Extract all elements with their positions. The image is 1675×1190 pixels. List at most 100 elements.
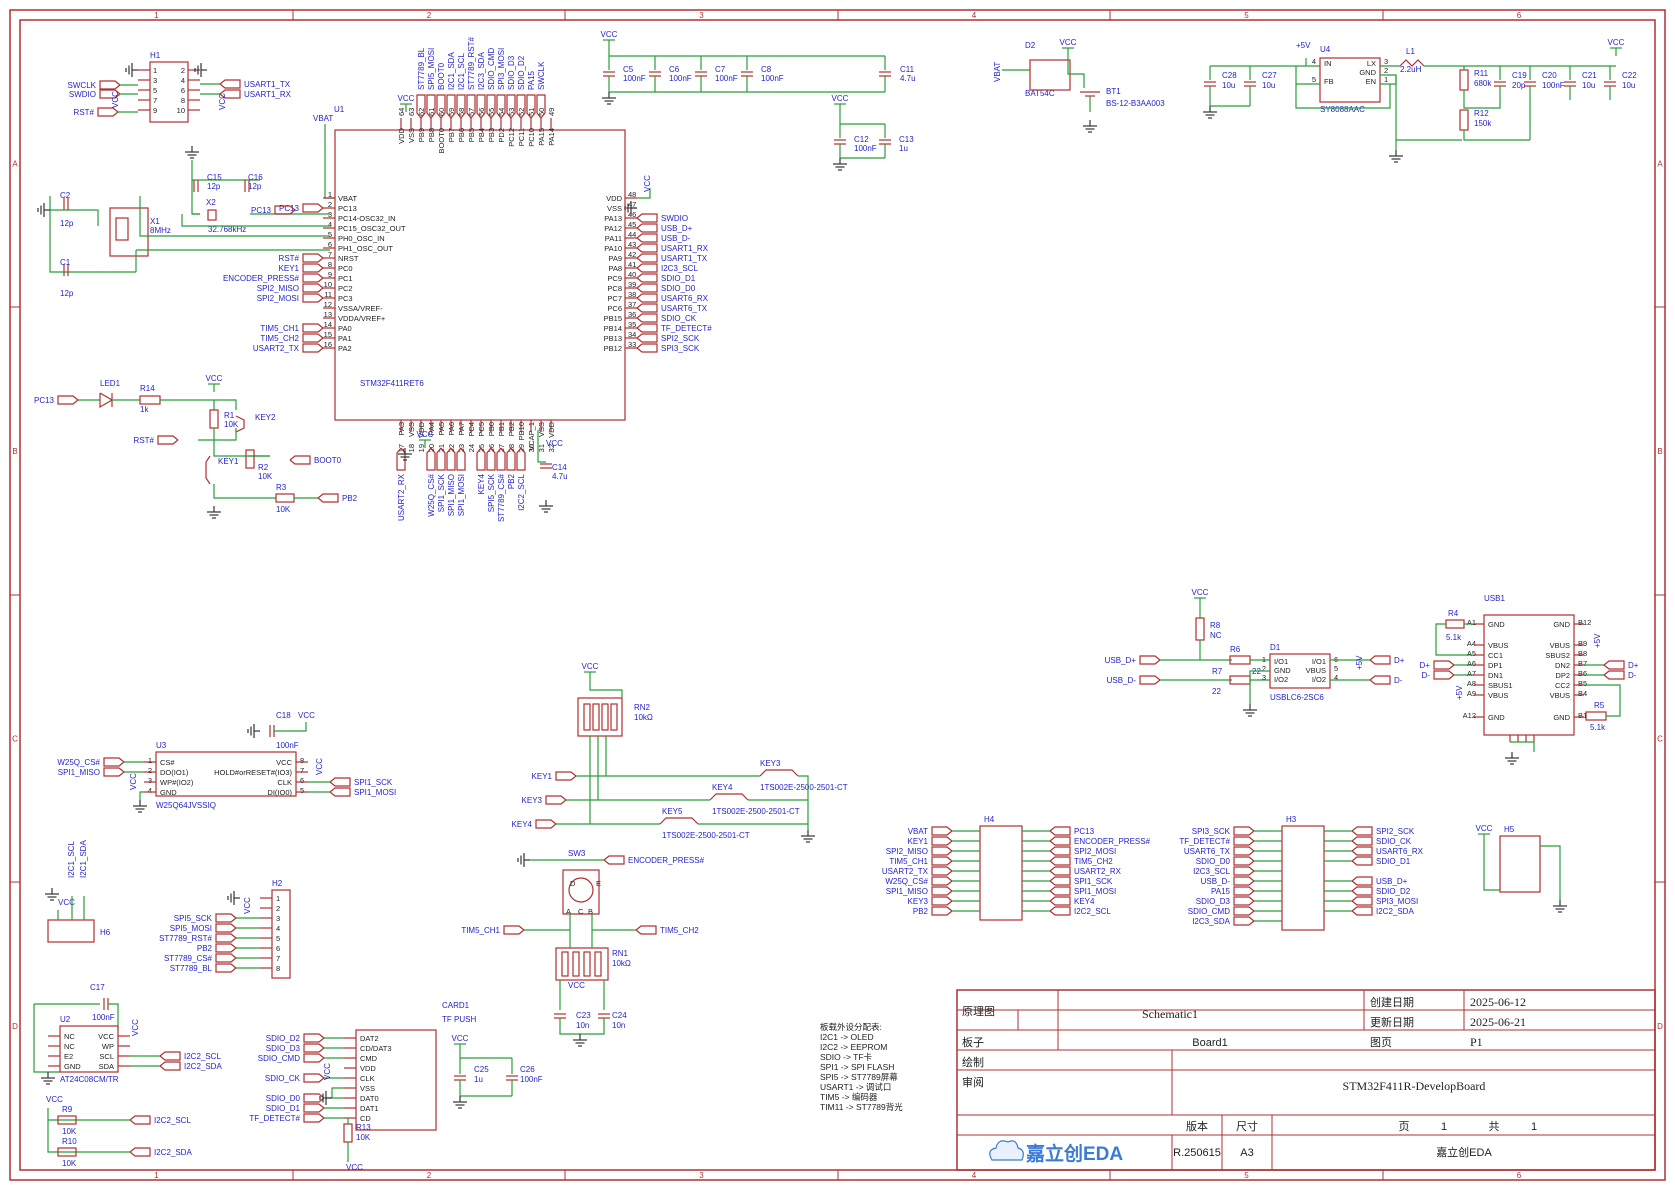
wire: [931, 886, 953, 896]
wire: [636, 283, 658, 293]
mcu-pin-num-bottom: 19: [417, 444, 426, 452]
tb-value: 2025-06-12: [1470, 995, 1526, 1009]
wire: [160, 399, 237, 410]
vcc: VCC: [546, 439, 563, 448]
u4part: SY8088AAC: [1320, 105, 1365, 114]
h3: H3: [1286, 815, 1297, 824]
wire: [302, 343, 324, 353]
u2pin: SCL: [99, 1052, 114, 1061]
net-flag-label: USART1_TX: [244, 80, 291, 89]
net-flag-label: USART6_RX: [661, 294, 709, 303]
wire: [303, 1043, 325, 1053]
cap-val: 100nF: [854, 144, 877, 153]
c27: C27: [1262, 71, 1277, 80]
c1: C1: [60, 258, 71, 267]
wire: [636, 233, 658, 243]
wire: [459, 1052, 512, 1059]
h5-body: [1499, 835, 1541, 893]
net-flag-label: I2C3_SCL: [661, 264, 698, 273]
r14: R14: [140, 384, 155, 393]
wire: [608, 48, 885, 57]
mcu-pin-num-top: 61: [427, 108, 436, 116]
h2-pin: 5: [276, 934, 280, 943]
r13v: 10K: [356, 1133, 371, 1142]
usb1-pn: B5: [1578, 679, 1587, 688]
net-flag-label: USB_D-: [1107, 676, 1137, 685]
usb1-pin: VBUS: [1488, 691, 1508, 700]
net-flag-label: SWDIO: [661, 214, 688, 223]
wire: [466, 94, 476, 119]
mcu-pin-name: PB12: [604, 344, 622, 353]
net-flag-label: I2C2_SCL: [1074, 907, 1111, 916]
usb1-pn: A6: [1467, 659, 1476, 668]
l1v: 2.2uH: [1400, 65, 1422, 74]
wire: [1233, 826, 1255, 836]
tb-key: 审阅: [962, 1075, 984, 1089]
mcu-top-net: PA15: [527, 70, 536, 90]
mcu-pin-num: 48: [628, 190, 636, 199]
net-flag-label: TIM5_CH2: [1074, 857, 1113, 866]
mcu-pin-num: 39: [628, 280, 636, 289]
vcc-rot: VCC: [315, 758, 324, 775]
wire: [1351, 856, 1373, 866]
u4n: 4: [1312, 57, 1316, 66]
mcu-pin-name: VBAT: [338, 194, 357, 203]
mcu-pin-name: VSS: [607, 204, 622, 213]
wire: [1233, 896, 1255, 906]
note-line: SPI5 -> ST7789屏幕: [820, 1072, 898, 1082]
net-flag-label: I2C2_SDA: [154, 1148, 192, 1157]
sw3pin: A: [566, 907, 571, 916]
resistor-body: [209, 409, 219, 429]
usb1-pin: GND: [1488, 713, 1505, 722]
wire: [1049, 886, 1071, 896]
wire: [446, 94, 456, 119]
mcu-pin-name: PC14-OSC32_IN: [338, 214, 396, 223]
h1-pin: 9: [153, 106, 157, 115]
wire: [215, 913, 237, 923]
resistor-body: [1445, 619, 1465, 629]
wire: [129, 1147, 151, 1157]
wire: [566, 736, 599, 801]
u3pin: GND: [160, 788, 177, 797]
r10v: 10K: [62, 1159, 77, 1168]
wire: [636, 223, 658, 233]
mcu-pin-name: VDD: [606, 194, 622, 203]
vcc-rot: VCC: [131, 1019, 140, 1036]
mcu-pin-num: 12: [324, 300, 332, 309]
col-label: 5: [1244, 11, 1249, 20]
net-flag-label: SPI3_SCK: [1192, 827, 1231, 836]
net-flag-label: USART6_TX: [1184, 847, 1231, 856]
wire: [302, 273, 324, 283]
mcu-pin-num-top: 54: [497, 108, 506, 116]
cap-val: 100nF: [761, 74, 784, 83]
mcu-pin-name-bottom: PB10: [517, 422, 526, 440]
usb1-pn: B8: [1578, 649, 1587, 658]
row-label: B: [1657, 447, 1662, 456]
wire: [157, 435, 179, 445]
mcu-pin-name: PH1_OSC_OUT: [338, 244, 393, 253]
mcu-pin-name-top: PB8: [427, 128, 436, 142]
tb-key: 版本: [1186, 1119, 1208, 1133]
net-flag-label: PC13: [279, 204, 300, 213]
wire: [57, 395, 79, 405]
wire: [1351, 896, 1373, 906]
u2part: AT24C08CM/TR: [60, 1075, 119, 1084]
net-flag-label: SDIO_D3: [266, 1044, 301, 1053]
usb1-pn: B6: [1578, 669, 1587, 678]
wire: [302, 323, 324, 333]
mcu-pin-name-bottom: PC5: [477, 422, 486, 437]
net-flag-label: KEY1: [279, 264, 300, 273]
mcu-pin-name-bottom: PA5: [437, 422, 446, 436]
key5: KEY5: [662, 807, 683, 816]
key3-part: 1TS002E-2500-2501-CT: [760, 783, 848, 792]
wire: [536, 94, 546, 119]
mcu-top-net: SDIO_D2: [517, 55, 526, 90]
d1: D1: [1270, 643, 1281, 652]
wire: [1433, 670, 1455, 680]
wire: [396, 447, 406, 471]
mcu-top-net: I2C3_SDA: [477, 52, 486, 90]
u3n: 6: [300, 776, 304, 785]
wire: [1067, 56, 1085, 88]
cap-ref: C5: [623, 65, 634, 74]
usb1-pn: A12: [1463, 711, 1476, 720]
